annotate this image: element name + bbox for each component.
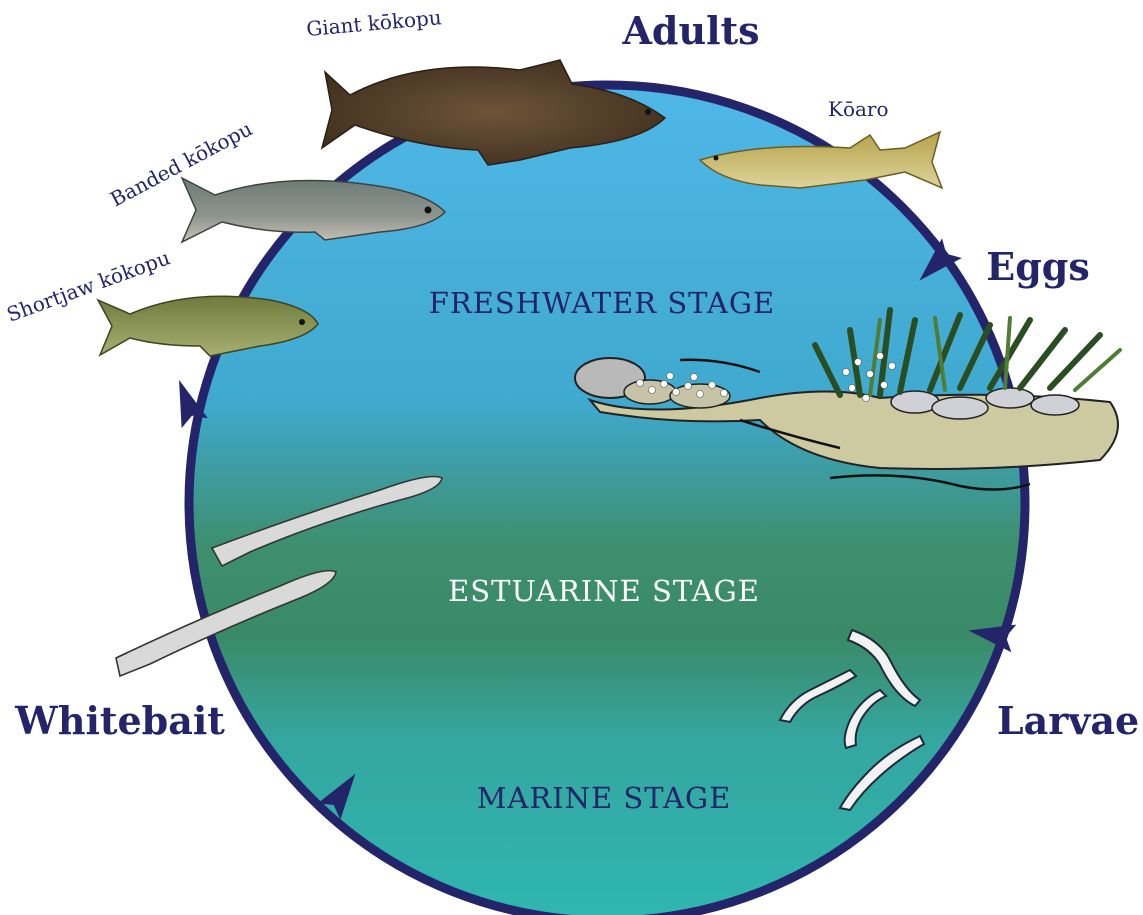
eggs-label: Eggs — [986, 244, 1090, 289]
koaro-label: Kōaro — [828, 97, 889, 121]
larvae-label: Larvae — [997, 698, 1139, 743]
giant-kokopu-label: Giant kōkopu — [305, 5, 442, 41]
adults-label: Adults — [621, 8, 759, 53]
marine-stage-label: MARINE STAGE — [477, 781, 732, 815]
estuarine-stage-label: ESTUARINE STAGE — [448, 574, 760, 608]
freshwater-stage-label: FRESHWATER STAGE — [429, 286, 775, 320]
whitebait-label: Whitebait — [14, 698, 225, 743]
